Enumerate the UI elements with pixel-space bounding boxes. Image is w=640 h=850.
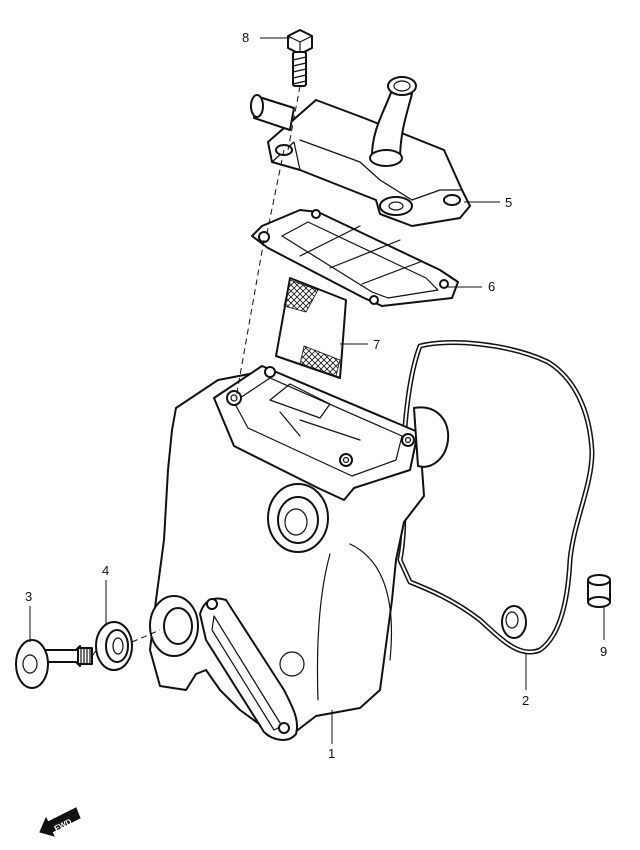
callout-2: 2 xyxy=(522,693,529,708)
head-cover-part-1 xyxy=(149,365,450,741)
callout-9: 9 xyxy=(600,644,607,659)
callout-labels: 1 2 3 4 5 6 7 8 9 xyxy=(25,30,607,761)
separator-plate-part-7 xyxy=(275,277,347,379)
callout-3: 3 xyxy=(25,589,32,604)
dowel-pin-part-9 xyxy=(587,574,611,608)
gasket-part-6 xyxy=(251,209,459,307)
callout-7: 7 xyxy=(373,337,380,352)
callout-8: 8 xyxy=(242,30,249,45)
cover-gasket-part-2 xyxy=(397,340,595,655)
washer-part-4 xyxy=(95,621,133,671)
callout-5: 5 xyxy=(505,195,512,210)
callout-4: 4 xyxy=(102,563,109,578)
shoulder-bolt-part-3 xyxy=(15,639,93,689)
callout-1: 1 xyxy=(328,746,335,761)
assembly-lines xyxy=(91,85,301,657)
breather-cover-part-5 xyxy=(250,76,471,227)
fwd-arrow-icon: FWD xyxy=(39,807,81,837)
leader-lines xyxy=(29,37,605,744)
bolt-part-8 xyxy=(287,29,313,87)
callout-6: 6 xyxy=(488,279,495,294)
